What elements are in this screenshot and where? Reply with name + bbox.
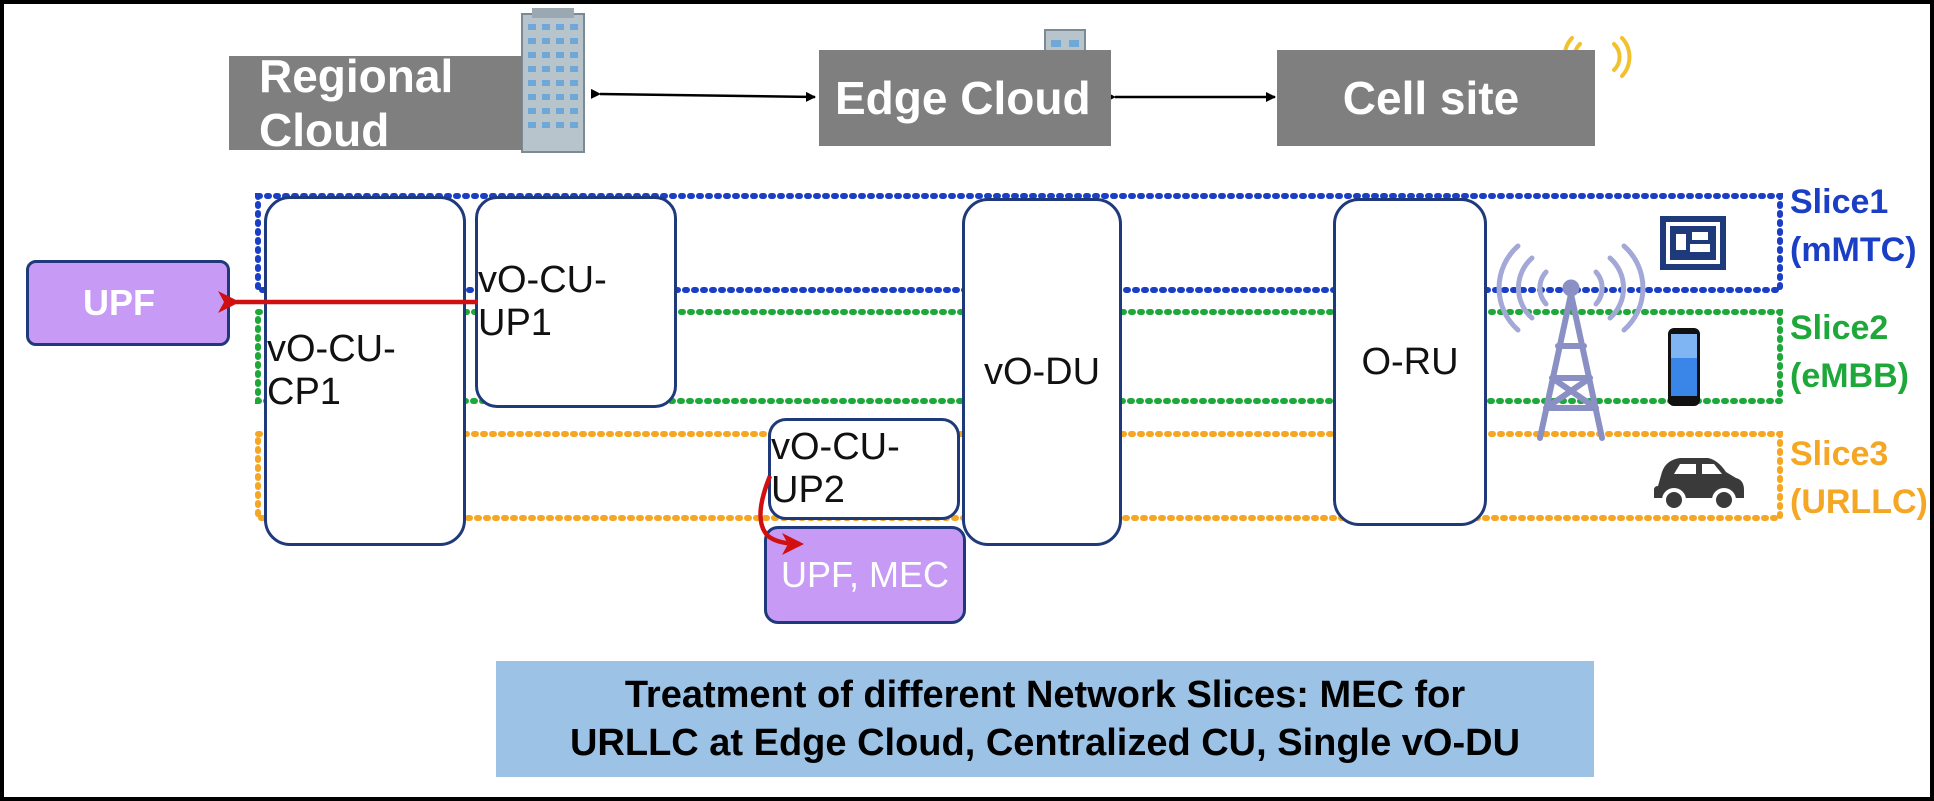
box-upf: UPF [26, 260, 230, 346]
box-vo-cu-cp1-label: vO-CU-CP1 [267, 328, 396, 413]
box-upf-mec-label: UPF, MEC [780, 554, 949, 595]
box-vo-cu-up2-label: vO-CU-UP2 [771, 426, 900, 511]
smartphone-icon [1668, 328, 1700, 406]
slice2-label: Slice2 (eMBB) [1790, 304, 1909, 400]
slice3-type: (URLLC) [1790, 483, 1928, 521]
slice1-label: Slice1 (mMTC) [1790, 178, 1917, 274]
box-vo-du-label: vO-DU [983, 350, 1101, 393]
box-o-ru: O-RU [1333, 198, 1487, 526]
header-regional-cloud: Regional Cloud [229, 50, 522, 156]
box-vo-cu-up1: vO-CU-UP1 [475, 196, 677, 408]
slice1-type: (mMTC) [1790, 231, 1917, 269]
box-vo-cu-up2: vO-CU-UP2 [768, 418, 960, 520]
caption-box: Treatment of different Network Slices: M… [496, 661, 1594, 777]
header-edge-cloud: Edge Cloud [819, 50, 1111, 146]
box-vo-cu-cp1: vO-CU-CP1 [264, 196, 466, 546]
box-upf-label: UPF [83, 282, 155, 323]
slice2-name: Slice2 [1790, 309, 1889, 347]
building-icon [521, 8, 585, 153]
box-vo-du: vO-DU [962, 198, 1122, 546]
slice1-path [255, 193, 1783, 293]
cell-tower-icon [1496, 243, 1646, 441]
box-o-ru-label: O-RU [1361, 340, 1459, 383]
slice3-name: Slice3 [1790, 435, 1889, 473]
caption-line-2: URLLC at Edge Cloud, Centralized CU, Sin… [569, 722, 1521, 764]
iot-device-icon [1660, 216, 1726, 270]
slice3-path [255, 431, 1783, 521]
box-upf-mec: UPF, MEC [764, 526, 966, 624]
header-cell-site-label: Cell site [1342, 72, 1520, 124]
header-edge-cloud-label: Edge Cloud [835, 72, 1091, 124]
caption-line-1: Treatment of different Network Slices: M… [624, 674, 1466, 716]
slice3-label: Slice3 (URLLC) [1790, 430, 1928, 526]
header-regional-cloud-label: Regional Cloud [259, 50, 454, 156]
car-icon [1654, 458, 1744, 512]
header-cell-site: Cell site [1277, 50, 1595, 146]
slice2-path [255, 309, 1783, 404]
slice1-name: Slice1 [1790, 183, 1889, 221]
regional-edge-connector [590, 88, 816, 102]
slice2-type: (eMBB) [1790, 357, 1909, 395]
box-vo-cu-up1-label: vO-CU-UP1 [478, 259, 607, 344]
